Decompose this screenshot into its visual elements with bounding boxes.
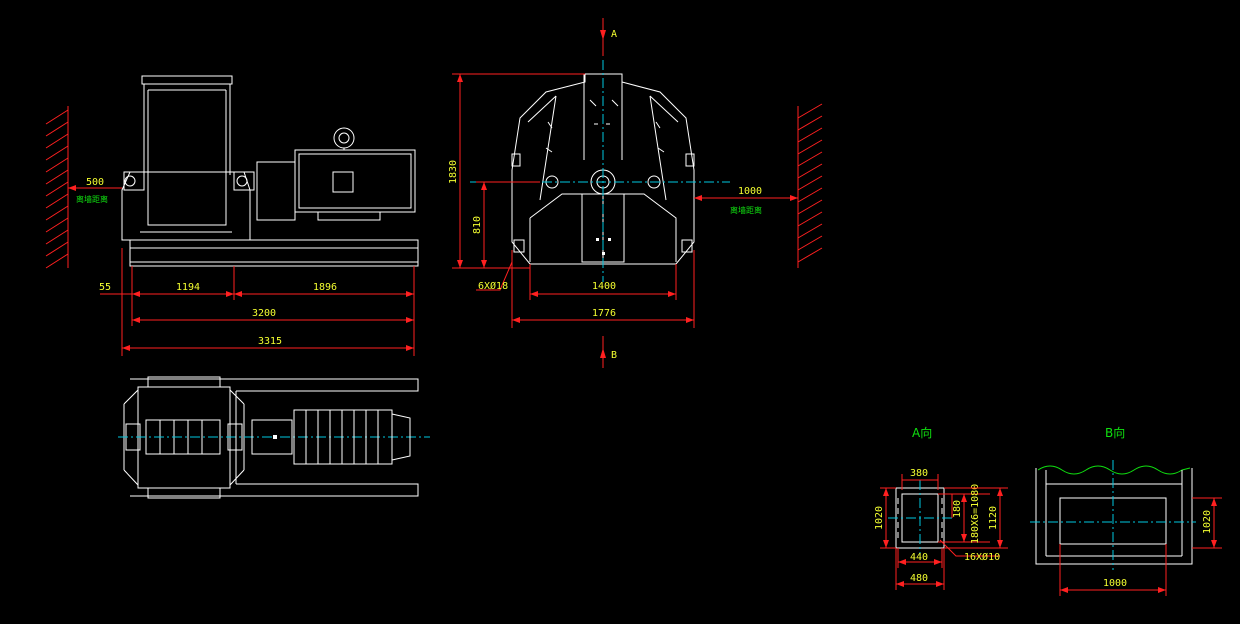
wall-distance-label: 离墙距离	[76, 194, 108, 204]
dim-3200: 3200	[252, 308, 276, 319]
dim-180x6: 180X6=1080	[970, 484, 981, 544]
holes-6x18: 6XØ18	[478, 280, 508, 292]
top-view	[118, 376, 430, 499]
dim-380: 380	[910, 468, 928, 479]
wall-distance-label-right: 离墙距离	[730, 205, 762, 215]
dim-1896: 1896	[313, 282, 337, 293]
dim-1020-b: 1020	[1202, 510, 1213, 534]
dim-55: 55	[99, 282, 111, 293]
view-b: B向 1020 1000	[1030, 425, 1222, 596]
dim-180: 180	[952, 500, 963, 518]
dim-1400: 1400	[592, 281, 616, 292]
view-a-title: A向	[912, 425, 932, 440]
dim-500: 500	[86, 177, 104, 188]
side-view: 500 离墙距离 55 1194 1896 3200 3315	[45, 75, 419, 356]
wall-hatch-right	[797, 103, 823, 268]
dim-1000-wall: 1000	[738, 186, 762, 197]
wall-hatch-left	[45, 106, 69, 269]
view-b-title: B向	[1105, 425, 1125, 440]
dim-440: 440	[910, 552, 928, 563]
dim-3315: 3315	[258, 336, 282, 347]
view-a: A向 380 1020 180 180X6=1080 1120 440	[874, 425, 1008, 590]
dim-480: 480	[910, 573, 928, 584]
front-view: A B 1	[448, 18, 823, 368]
dim-1830: 1830	[448, 160, 459, 184]
section-a-marker: A	[611, 29, 617, 40]
dim-1194: 1194	[176, 282, 200, 293]
dim-1020-a: 1020	[874, 506, 885, 530]
dim-1000-b: 1000	[1103, 578, 1127, 589]
dim-1120: 1120	[988, 506, 999, 530]
dim-810: 810	[472, 216, 483, 234]
dim-1776: 1776	[592, 308, 616, 319]
holes-16x10: 16XØ10	[964, 551, 1000, 563]
section-b-marker: B	[611, 350, 617, 361]
